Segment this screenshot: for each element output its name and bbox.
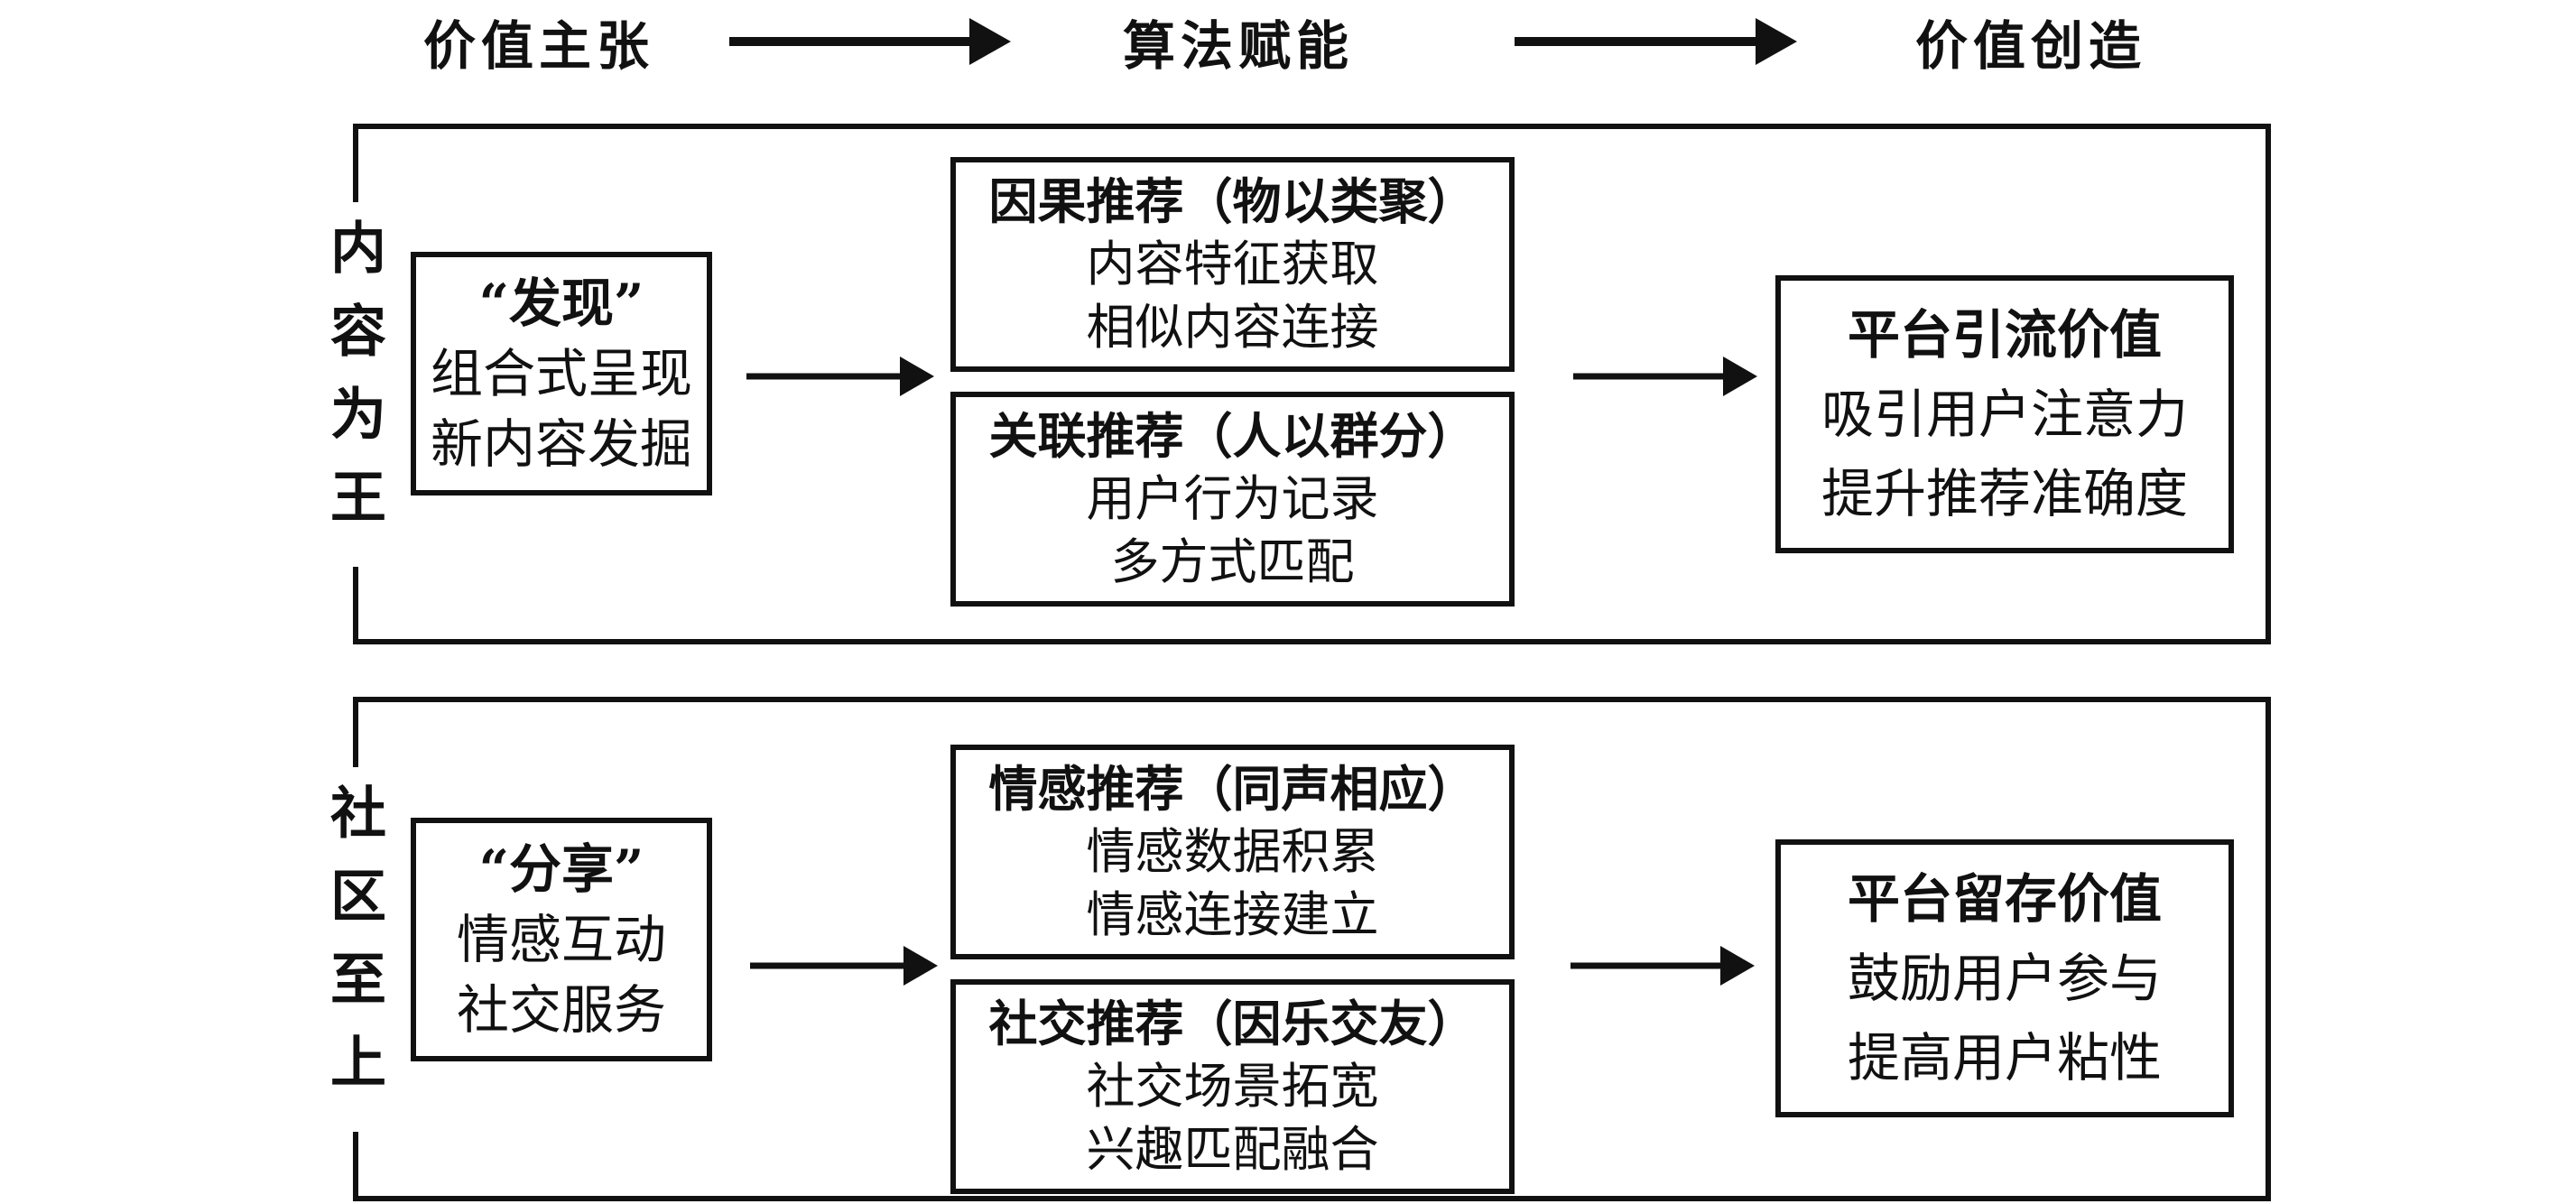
flow-arrow-icon: [1573, 355, 1757, 398]
value-box-line: 吸引用户注意力: [1821, 384, 2188, 446]
proposition-title: “发现”: [478, 273, 644, 335]
value-box-line: 鼓励用户参与: [1847, 948, 2162, 1010]
value-box-line: 提升推荐准确度: [1821, 463, 2188, 525]
algorithm-box: 因果推荐（物以类聚） 内容特征获取 相似内容连接: [950, 157, 1515, 372]
stage-label-value-proposition: 价值主张: [422, 15, 654, 77]
arrow-shaft: [1571, 962, 1728, 969]
flow-arrow-icon: [1571, 944, 1755, 987]
arrow-shaft: [1515, 37, 1765, 46]
arrow-head: [1723, 357, 1757, 396]
algorithm-box-line: 相似内容连接: [1086, 299, 1379, 356]
algorithm-stack: 因果推荐（物以类聚） 内容特征获取 相似内容连接 关联推荐（人以群分） 用户行为…: [950, 157, 1515, 607]
stage-label-value-creation: 价值创造: [1914, 15, 2146, 77]
algorithm-box: 社交推荐（因乐交友） 社交场景拓宽 兴趣匹配融合: [950, 979, 1515, 1194]
arrow-head: [900, 357, 934, 396]
arrow-head: [969, 18, 1011, 65]
flow-arrow-icon: [729, 18, 1011, 65]
value-box-title: 平台留存价值: [1847, 868, 2162, 931]
algorithm-box-line: 多方式匹配: [1110, 533, 1355, 590]
community-first-group: 社区至上 “分享” 情感互动 社交服务 情感推荐（同声相应） 情感数据积累 情感…: [318, 697, 2271, 1201]
proposition-box: “发现” 组合式呈现 新内容发掘: [411, 252, 712, 496]
algorithm-box-line: 情感数据积累: [1086, 823, 1379, 880]
value-box: 平台留存价值 鼓励用户参与 提高用户粘性: [1775, 839, 2234, 1118]
algorithm-box: 情感推荐（同声相应） 情感数据积累 情感连接建立: [950, 745, 1515, 959]
flow-arrow-icon: [1515, 18, 1797, 65]
algorithm-box-line: 兴趣匹配融合: [1086, 1121, 1379, 1178]
arrow-head: [1756, 18, 1797, 65]
algorithm-box-line: 用户行为记录: [1086, 470, 1379, 527]
content-is-king-group: 内容为王 “发现” 组合式呈现 新内容发掘 因果推荐（物以类聚） 内容特征获取 …: [318, 124, 2271, 644]
arrow-shaft: [729, 37, 978, 46]
value-box-title: 平台引流价值: [1847, 304, 2162, 366]
algorithm-box-title: 社交推荐（因乐交友）: [988, 995, 1477, 1052]
value-box: 平台引流价值 吸引用户注意力 提升推荐准确度: [1775, 275, 2234, 554]
algorithm-box-title: 因果推荐（物以类聚）: [988, 172, 1477, 230]
algorithm-box-line: 社交场景拓宽: [1086, 1058, 1379, 1115]
algorithm-stack: 情感推荐（同声相应） 情感数据积累 情感连接建立 社交推荐（因乐交友） 社交场景…: [950, 745, 1515, 1194]
arrow-shaft: [1573, 373, 1730, 380]
arrow-head: [1720, 946, 1755, 986]
algorithm-box: 关联推荐（人以群分） 用户行为记录 多方式匹配: [950, 392, 1515, 607]
proposition-line: 组合式呈现: [430, 343, 692, 405]
algorithm-box-title: 情感推荐（同声相应）: [988, 760, 1477, 818]
algorithm-box-line: 内容特征获取: [1086, 236, 1379, 292]
proposition-box: “分享” 情感互动 社交服务: [411, 817, 712, 1061]
arrow-shaft: [746, 373, 907, 380]
group-side-label: 内容为王: [318, 201, 388, 567]
proposition-line: 社交服务: [456, 978, 666, 1041]
algorithm-box-line: 情感连接建立: [1086, 886, 1379, 943]
proposition-title: “分享”: [478, 838, 644, 900]
algorithm-box-title: 关联推荐（人以群分）: [988, 407, 1477, 465]
proposition-line: 情感互动: [456, 908, 666, 970]
arrow-shaft: [750, 962, 911, 969]
proposition-line: 新内容发掘: [430, 413, 692, 476]
flow-arrow-icon: [746, 355, 934, 398]
flow-arrow-icon: [750, 944, 938, 987]
arrow-head: [903, 946, 938, 986]
stage-label-algorithm-empowerment: 算法赋能: [1122, 15, 1354, 77]
group-side-label: 社区至上: [318, 766, 388, 1132]
value-box-line: 提高用户粘性: [1847, 1027, 2162, 1089]
